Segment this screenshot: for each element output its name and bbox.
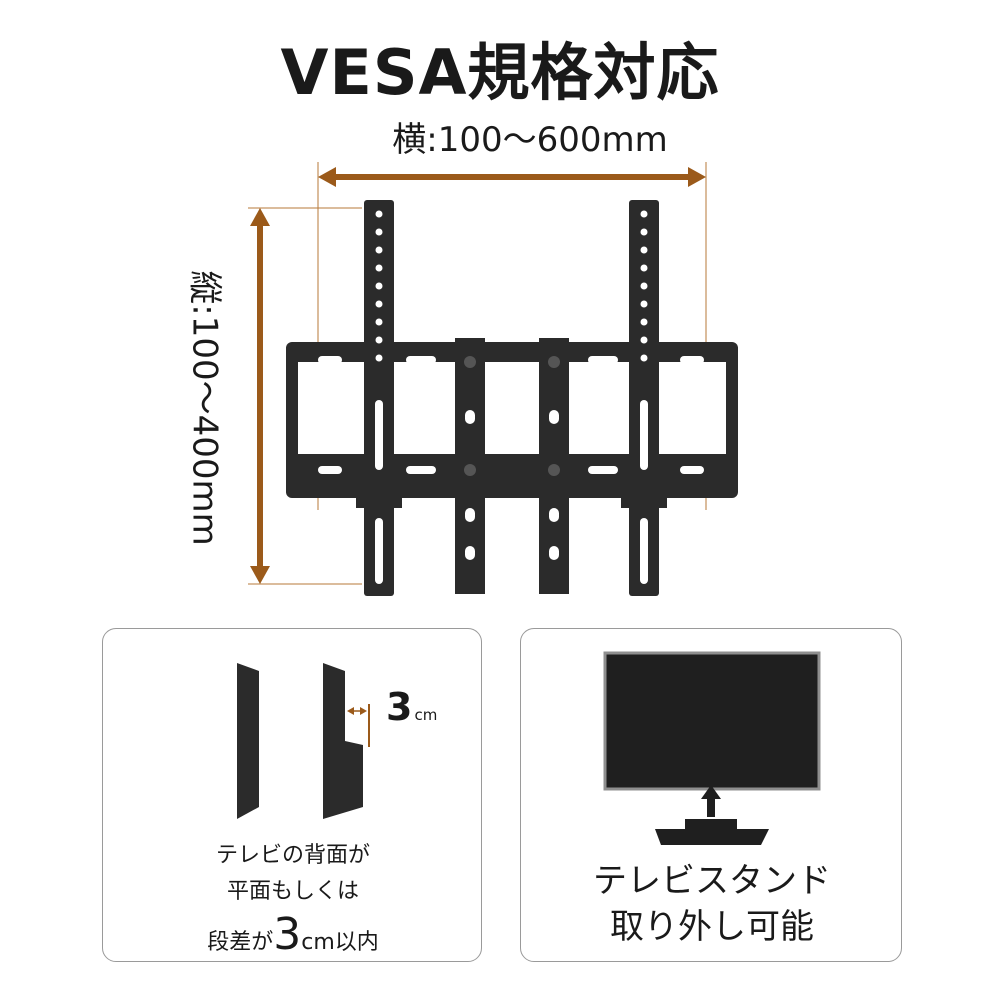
height-arrow bbox=[250, 208, 270, 584]
stepped-back-profile bbox=[323, 663, 363, 819]
tv-screen bbox=[603, 651, 821, 791]
tv-back-profile-illustration bbox=[237, 663, 370, 819]
width-arrow bbox=[318, 167, 706, 187]
stand-text-line-1: テレビスタンド bbox=[593, 861, 831, 901]
tv-stand-removable-card: テレビスタンド 取り外し可能 bbox=[520, 628, 902, 962]
left-tv-arm bbox=[356, 200, 402, 596]
stand-text-line-2: 取り外し可能 bbox=[610, 907, 814, 947]
up-arrow-icon bbox=[701, 785, 721, 817]
center-bars bbox=[455, 338, 569, 594]
gap-indicator bbox=[347, 704, 370, 747]
page-title: VESA規格対応 bbox=[280, 36, 720, 109]
tv-stand-illustration bbox=[603, 651, 821, 845]
flat-back-profile bbox=[237, 663, 259, 819]
width-dimension-label: 横:100～600mm bbox=[392, 120, 668, 160]
right-tv-arm bbox=[621, 200, 667, 596]
condition-line-3: 段差が3cm以内 bbox=[207, 909, 379, 960]
condition-line-1: テレビの背面が bbox=[215, 843, 370, 868]
condition-line-2: 平面もしくは bbox=[226, 879, 359, 904]
bracket-diagram bbox=[248, 162, 738, 596]
wall-plate bbox=[286, 342, 738, 498]
stand-base bbox=[655, 819, 769, 845]
